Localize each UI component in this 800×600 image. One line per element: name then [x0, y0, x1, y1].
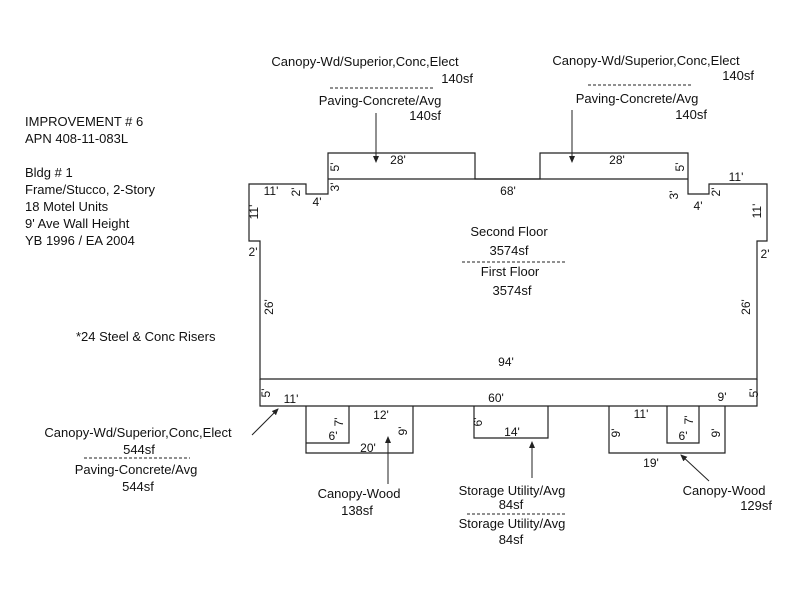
dim-cw-right-6: 6'	[679, 429, 688, 443]
dim-right-2: 2'	[761, 247, 770, 261]
dim-notch-left-4: 4'	[313, 195, 322, 209]
dim-main-width: 94'	[498, 355, 514, 369]
dim-storage-14: 14'	[504, 425, 520, 439]
dim-notch-right-2: 2'	[709, 188, 723, 197]
wall-height: 9' Ave Wall Height	[25, 216, 130, 231]
dim-top-canopy-right-width: 28'	[609, 153, 625, 167]
dim-cw-right-9-right: 9'	[709, 429, 723, 438]
leader-arrow	[251, 408, 279, 436]
leader-arrow	[680, 454, 710, 482]
dim-right-26: 26'	[739, 299, 753, 315]
risers-note: *24 Steel & Conc Risers	[76, 329, 216, 344]
vertical-dimension-labels: 5' 3' 2' 11' 26' 5' 3' 2' 11' 26' 5' 5' …	[247, 163, 764, 438]
dim-notch-left-3: 3'	[328, 183, 342, 192]
construction-type: Frame/Stucco, 2-Story	[25, 182, 156, 197]
dim-cw-left-9: 9'	[396, 427, 410, 436]
improvement-number: IMPROVEMENT # 6	[25, 114, 143, 129]
dim-porch-middle-60: 60'	[488, 391, 504, 405]
dim-storage-6: 6'	[471, 418, 485, 427]
dim-left-26: 26'	[262, 299, 276, 315]
paving-label: Paving-Concrete/Avg	[75, 462, 198, 477]
canopy-label-title: Canopy-Wd/Superior,Conc,Elect	[552, 53, 740, 68]
dim-left-11: 11'	[247, 205, 261, 220]
storage-title: Storage Utility/Avg	[459, 483, 566, 498]
storage-sub-area: 84sf	[499, 532, 524, 547]
canopy-wood-area: 129sf	[740, 498, 772, 513]
dim-top-canopy-right-height: 5'	[673, 163, 687, 172]
dim-cw-right-7: 7'	[682, 416, 696, 425]
storage-sub-title: Storage Utility/Avg	[459, 516, 566, 531]
dimension-labels: 28' 28' 68' 11' 4' 11' 4' 2' 2' 94' 11' …	[249, 153, 770, 470]
canopy-wood-right-outline	[608, 406, 726, 454]
canopy-label-area: 140sf	[441, 71, 473, 86]
dim-top-canopy-left-width: 28'	[390, 153, 406, 167]
bottom-left-canopy-label: Canopy-Wd/Superior,Conc,Elect 544sf Pavi…	[44, 408, 279, 494]
bldg-number: Bldg # 1	[25, 165, 73, 180]
year-built: YB 1996 / EA 2004	[25, 233, 135, 248]
porch-outline	[259, 379, 758, 407]
dim-cw-left-12: 12'	[373, 408, 389, 422]
dim-notch-right-11: 11'	[729, 170, 744, 184]
canopy-label-title: Canopy-Wd/Superior,Conc,Elect	[271, 54, 459, 69]
first-floor-label: First Floor	[481, 264, 540, 279]
dim-cw-left-6: 6'	[329, 429, 338, 443]
dim-top-middle: 68'	[500, 184, 516, 198]
canopy-label-title: Canopy-Wd/Superior,Conc,Elect	[44, 425, 232, 440]
dim-cw-right-19: 19'	[643, 456, 659, 470]
dim-notch-left-2: 2'	[289, 188, 303, 197]
paving-area: 140sf	[409, 108, 441, 123]
storage-outline	[473, 406, 549, 439]
canopy-wood-title: Canopy-Wood	[683, 483, 766, 498]
dim-notch-right-4: 4'	[694, 199, 703, 213]
dim-right-11: 11'	[750, 204, 764, 219]
storage-label: Storage Utility/Avg 84sf Storage Utility…	[459, 441, 566, 547]
storage-area: 84sf	[499, 497, 524, 512]
canopy-wood-left-label: Canopy-Wood 138sf	[318, 436, 401, 518]
first-floor-area: 3574sf	[492, 283, 531, 298]
paving-area: 140sf	[675, 107, 707, 122]
dim-cw-right-9-left: 9'	[609, 429, 623, 438]
top-right-canopy-label: Canopy-Wd/Superior,Conc,Elect 140sf Pavi…	[552, 53, 754, 163]
second-floor-area: 3574sf	[489, 243, 528, 258]
dim-cw-right-11: 11'	[634, 407, 649, 421]
top-left-canopy-label: Canopy-Wd/Superior,Conc,Elect 140sf Pavi…	[271, 54, 473, 163]
dim-cw-left-20: 20'	[360, 441, 376, 455]
canopy-label-area: 544sf	[123, 442, 155, 457]
canopy-label-area: 140sf	[722, 68, 754, 83]
paving-label: Paving-Concrete/Avg	[319, 93, 442, 108]
canopy-wood-area: 138sf	[341, 503, 373, 518]
dim-porch-right-9: 9'	[718, 390, 727, 404]
dim-porch-left-5: 5'	[259, 389, 273, 398]
apn: APN 408-11-083L	[25, 131, 128, 146]
dim-cw-left-7: 7'	[332, 418, 346, 427]
unit-count: 18 Motel Units	[25, 199, 109, 214]
dim-notch-right-3: 3'	[667, 191, 681, 200]
paving-area: 544sf	[122, 479, 154, 494]
dim-porch-left-11: 11'	[284, 392, 299, 406]
dim-porch-right-5: 5'	[747, 389, 761, 398]
dim-left-2: 2'	[249, 245, 258, 259]
second-floor-label: Second Floor	[470, 224, 548, 239]
canopy-wood-left-outline	[305, 406, 414, 454]
floor-plan-outline	[248, 152, 768, 454]
dim-top-canopy-left-height: 5'	[328, 163, 342, 172]
info-block: IMPROVEMENT # 6 APN 408-11-083L Bldg # 1…	[25, 114, 216, 344]
floor-area-labels: Second Floor 3574sf First Floor 3574sf	[462, 224, 566, 298]
dim-notch-left-11: 11'	[264, 184, 279, 198]
canopy-wood-title: Canopy-Wood	[318, 486, 401, 501]
canopy-wood-right-label: Canopy-Wood 129sf	[680, 454, 772, 513]
paving-label: Paving-Concrete/Avg	[576, 91, 699, 106]
